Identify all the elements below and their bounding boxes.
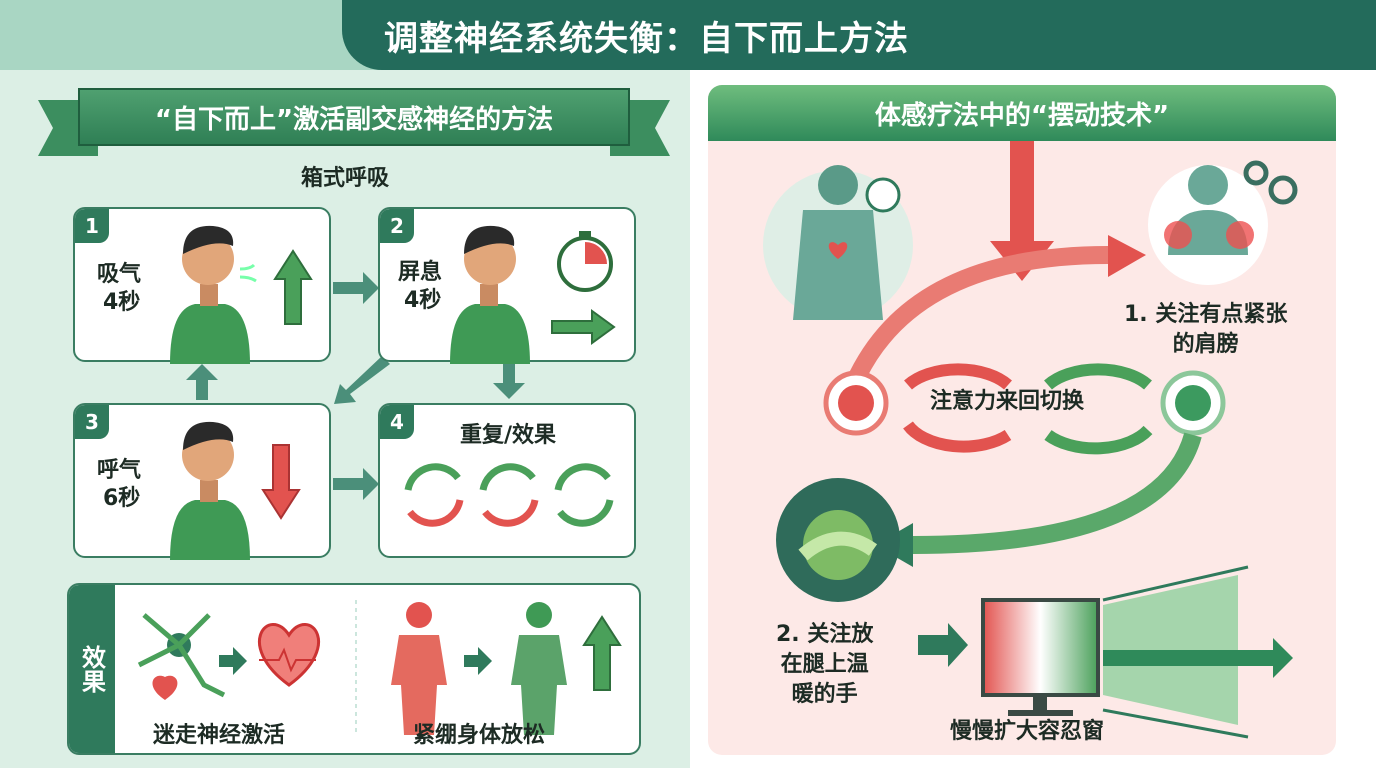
down-arrow-icon [990, 141, 1054, 281]
effects-icons [137, 600, 622, 735]
text-line: 在腿上温 [780, 652, 869, 677]
text-line: 1. 关注有点紧张 [1124, 302, 1288, 327]
step-number: 1 [75, 209, 109, 243]
text-line: 暖的手 [791, 682, 858, 707]
switch-label: 注意力来回切换 [930, 389, 1085, 414]
heart-icon [258, 623, 320, 687]
up-arrow-icon [273, 249, 313, 325]
left-banner: “自下而上”激活副交感神经的方法 [78, 88, 630, 146]
step-number: 2 [380, 209, 414, 243]
person-hold-icon [450, 225, 616, 364]
step-inhale: 1 吸气 4秒 [73, 207, 331, 364]
neuron-icon [137, 613, 226, 698]
step-duration: 4秒 [103, 290, 141, 315]
repeat-cycle-icons [404, 463, 614, 527]
effects-box: 效果 迷走神经激活 紧绷身体放松 [67, 583, 641, 755]
arrow-right-icon [333, 468, 379, 500]
gear-icon [1243, 160, 1298, 205]
arrow-up-icon [186, 364, 218, 400]
step-exhale: 3 呼气 6秒 [73, 403, 331, 560]
step-label: 吸气 [97, 262, 142, 287]
box-breathing-title: 箱式呼吸 [300, 166, 389, 191]
red-focus-circle [838, 385, 874, 421]
window-label: 慢慢扩大容忍窗 [950, 719, 1105, 744]
step-number: 4 [380, 405, 414, 439]
point-hands: 2. 关注放在腿上温暖的手 [776, 620, 873, 710]
stopwatch-icon [557, 231, 613, 292]
arrow-right-icon [333, 272, 379, 304]
small-heart-icon [152, 675, 178, 700]
step-label: 重复/效果 [460, 423, 557, 448]
text-line: 2. 关注放 [776, 622, 874, 647]
step-label: 呼气 [97, 458, 142, 483]
header-left-band [0, 0, 400, 70]
effect-vagus: 迷走神经激活 [153, 723, 286, 748]
arrow-diagonal-icon [334, 356, 390, 404]
pendulation-card: 体感疗法中的“摆动技术” 1. 关注有点紧张的肩膀 注意力来回切换 2. 关注放… [708, 85, 1336, 755]
effect-relax: 紧绷身体放松 [413, 723, 546, 748]
green-focus-circle [1175, 385, 1211, 421]
effects-heading: 效果 [69, 585, 115, 753]
person-inhale-icon [170, 225, 313, 364]
right-header: 体感疗法中的“摆动技术” [708, 85, 1336, 141]
step-label: 屏息 [398, 260, 443, 285]
down-arrow-icon [261, 444, 301, 520]
step-number: 3 [75, 405, 109, 439]
body-organs-icon [763, 165, 913, 320]
tense-body-icon [391, 602, 447, 735]
step-hold: 2 屏息 4秒 [378, 207, 636, 364]
warm-hands-icon [776, 478, 900, 602]
person-exhale-icon [170, 421, 301, 560]
tolerance-window-icon [981, 598, 1100, 716]
tense-shoulder-icon [1148, 165, 1268, 285]
step-duration: 4秒 [404, 288, 442, 313]
relaxed-body-icon [511, 602, 567, 735]
text-line: 的肩膀 [1172, 332, 1239, 357]
point-shoulder: 1. 关注有点紧张的肩膀 [1124, 300, 1287, 360]
title-bar: 调整神经系统失衡：自下而上方法 [342, 0, 1376, 70]
step-repeat: 4 重复/效果 [378, 403, 636, 558]
flow-arrows [186, 272, 525, 500]
up-arrow-icon [582, 615, 622, 691]
arrow-down-icon [493, 363, 525, 399]
right-arrow-icon [551, 309, 616, 345]
step-duration: 6秒 [103, 486, 141, 511]
page-title: 调整神经系统失衡：自下而上方法 [384, 18, 909, 59]
pendulation-diagram [763, 141, 1298, 739]
